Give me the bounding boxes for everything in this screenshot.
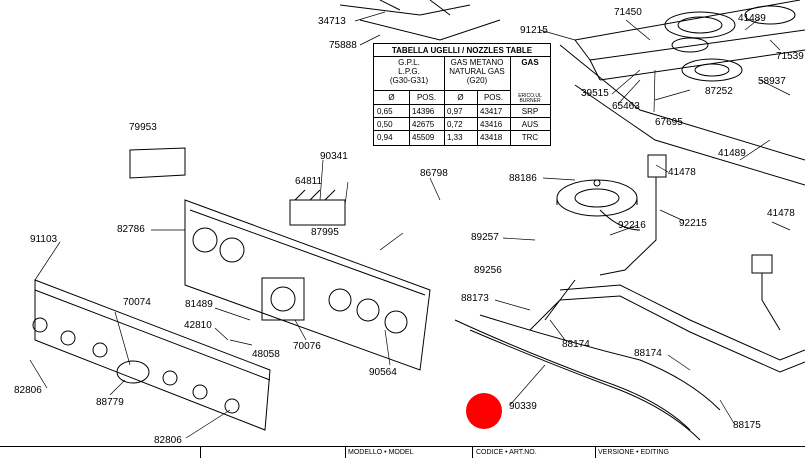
nozzles-table: TABELLA UGELLI / NOZZLES TABLE G.P.L. L.… [373,43,551,146]
part-label: 92215 [679,218,707,229]
part-label: 92216 [618,220,646,231]
burner-cap [556,179,638,217]
part-label: 87252 [705,86,733,97]
row-trc-p1: 45509 [412,133,435,142]
table-title: TABELLA UGELLI / NOZZLES TABLE [391,46,533,55]
gas-manifold [559,284,805,361]
title-block: MODELLO • MODEL CODICE • ART.NO. VERSION… [0,446,805,458]
row-trc-d1: 0,94 [377,133,393,142]
bracket [129,147,186,179]
row-trc-p2: 43418 [480,133,503,142]
part-label: 64811 [295,176,323,187]
col-gas-h2: ERICO.UL BURNER [518,93,542,104]
sub-pos-lpg: POS. [416,93,437,102]
col-ng-h2: NATURAL GAS [449,67,505,76]
row-srp-p1: 14396 [412,107,435,116]
part-label: 89256 [474,265,502,276]
part-label: 42810 [184,320,212,331]
col-lpg-h1: G.P.L. [398,58,420,67]
part-label: 88174 [562,339,590,350]
part-label: 86798 [420,168,448,179]
part-label: 90339 [509,401,537,412]
part-label: 67695 [655,117,683,128]
burner-small [671,37,709,53]
part-label: 58937 [758,76,786,87]
row-srp-d1: 0,65 [377,107,393,116]
part-label: 82806 [14,385,42,396]
grate-piece [339,4,501,41]
burner-large [664,11,736,39]
part-label: 48058 [252,349,280,360]
row-trc-d2: 1,33 [447,133,463,142]
part-label: 34713 [318,16,346,27]
part-label: 75888 [329,40,357,51]
part-label: 65463 [612,101,640,112]
part-label: 88186 [509,173,537,184]
part-label: 39515 [581,88,609,99]
part-label: 88779 [96,397,124,408]
col-gas-h1: GAS [521,58,539,67]
part-label: 70076 [293,341,321,352]
row-aus-p1: 42675 [412,120,435,129]
part-label: 88173 [461,293,489,304]
row-aus-gas: AUS [521,120,539,129]
part-label: 89257 [471,232,499,243]
hob-frame [559,44,805,186]
part-label: 71450 [614,7,642,18]
part-label: 81489 [185,299,213,310]
sub-dia-lpg: Ø [388,93,395,102]
knob [116,360,150,384]
red-marker-dot [466,393,502,429]
part-label: 41489 [718,148,746,159]
timer-box [261,277,305,321]
part-label: 79953 [129,122,157,133]
row-aus-p2: 43416 [480,120,503,129]
burner-medium [681,58,743,82]
title-codice: CODICE • ART.NO. [476,449,537,456]
part-label: 91103 [30,234,58,245]
part-label: 90564 [369,367,397,378]
title-modello: MODELLO • MODEL [348,449,414,456]
part-label: 91215 [520,25,548,36]
part-label: 41489 [738,13,766,24]
part-label: 87995 [311,227,339,238]
hob-top-plate [574,0,805,81]
wiring-harness [454,319,691,431]
part-label: 71539 [776,51,804,62]
part-label: 70074 [123,297,151,308]
row-srp-gas: SRP [521,107,539,116]
row-trc-gas: TRC [521,133,539,142]
row-aus-d1: 0,50 [377,120,393,129]
part-label: 90341 [320,151,348,162]
row-aus-d2: 0,72 [447,120,463,129]
terminal-block [289,199,346,226]
part-label: 82806 [154,435,182,446]
sub-pos-ng: POS. [483,93,504,102]
row-srp-d2: 0,97 [447,107,463,116]
part-label: 88174 [634,348,662,359]
part-label: 88175 [733,420,761,431]
valve-right [647,154,667,178]
col-lpg-h2: L.P.G. [398,67,420,76]
col-ng-h1: GAS METANO [450,58,504,67]
sub-dia-ng: Ø [457,93,464,102]
title-versione: VERSIONE • EDITING [598,449,669,456]
part-label: 41478 [767,208,795,219]
row-srp-p2: 43417 [480,107,503,116]
part-label: 82786 [117,224,145,235]
part-label: 41478 [668,167,696,178]
leader-lines [29,11,791,439]
col-ng-h3: (G20) [466,76,488,85]
control-panel [184,199,431,371]
col-lpg-h3: (G30-G31) [389,76,429,85]
